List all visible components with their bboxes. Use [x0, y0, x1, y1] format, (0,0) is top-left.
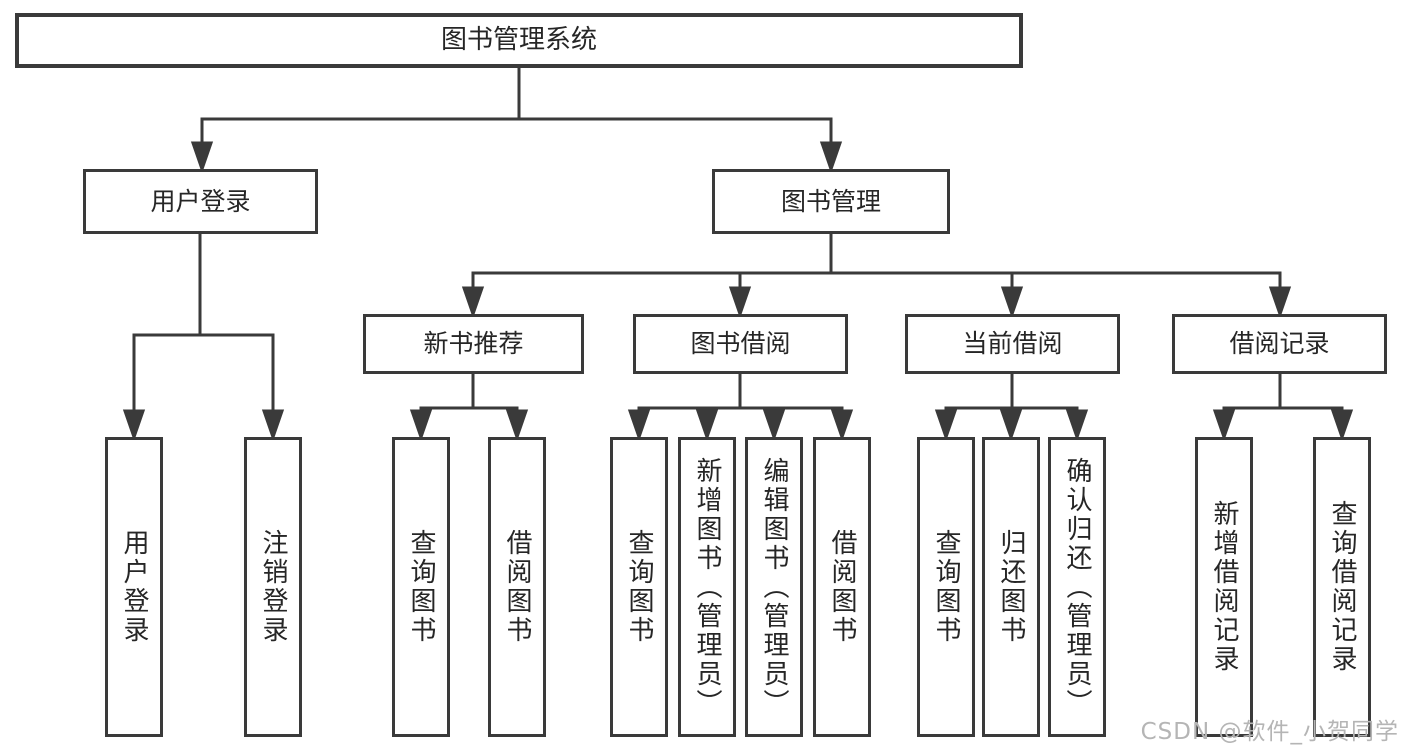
- leaf-records-query-borrow-record: 查询借阅记录: [1313, 437, 1371, 737]
- leaf-records-add-borrow-record: 新增借阅记录: [1195, 437, 1253, 737]
- node-current-borrow: 当前借阅: [905, 314, 1120, 374]
- leaf-borrow-borrow-books: 借阅图书: [813, 437, 871, 737]
- node-library-management-system: 图书管理系统: [15, 13, 1023, 68]
- node-borrow-records: 借阅记录: [1172, 314, 1387, 374]
- csdn-watermark: CSDN @软件_小贺同学: [1140, 719, 1399, 745]
- node-user-login: 用户登录: [83, 169, 318, 234]
- node-book-management: 图书管理: [712, 169, 950, 234]
- leaf-current-confirm-return-admin: 确认归还（管理员）: [1048, 437, 1106, 737]
- leaf-logout: 注销登录: [244, 437, 302, 737]
- node-book-borrow: 图书借阅: [633, 314, 848, 374]
- leaf-current-query-books: 查询图书: [917, 437, 975, 737]
- leaf-current-return-books: 归还图书: [982, 437, 1040, 737]
- leaf-user-login: 用户登录: [105, 437, 163, 737]
- leaf-borrow-add-books-admin: 新增图书（管理员）: [678, 437, 736, 737]
- node-new-book-recommend: 新书推荐: [363, 314, 584, 374]
- leaf-borrow-edit-books-admin: 编辑图书（管理员）: [745, 437, 803, 737]
- leaf-recommend-query-books: 查询图书: [392, 437, 450, 737]
- leaf-borrow-query-books: 查询图书: [610, 437, 668, 737]
- leaf-recommend-borrow-books: 借阅图书: [488, 437, 546, 737]
